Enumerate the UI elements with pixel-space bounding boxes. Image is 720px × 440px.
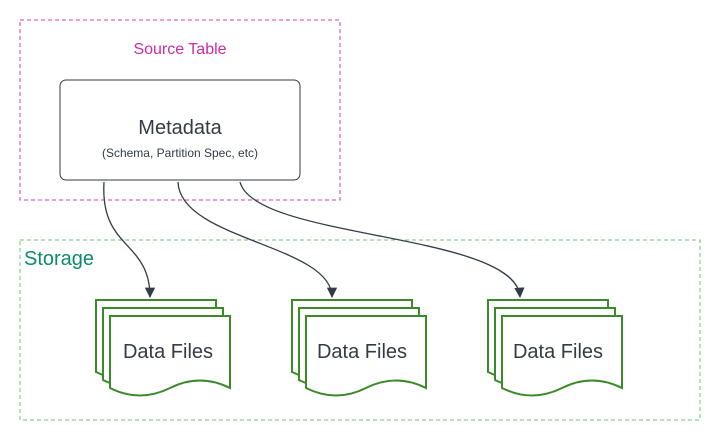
connector-arrow-2 (177, 181, 338, 299)
file-stack-front (501, 315, 623, 397)
connector-arrow-3 (239, 181, 525, 299)
storage-label: Storage (24, 248, 94, 270)
data-files-label: Data Files (123, 341, 213, 363)
metadata-box[interactable]: Metadata (Schema, Partition Spec, etc) (59, 79, 301, 181)
data-files-2[interactable]: Data Files (291, 299, 427, 397)
file-stack-front (305, 315, 427, 397)
data-files-label: Data Files (513, 341, 603, 363)
file-stack-front (109, 315, 231, 397)
metadata-subtitle: (Schema, Partition Spec, etc) (102, 146, 258, 160)
source-table-container: Source Table (19, 19, 341, 201)
data-files-label: Data Files (317, 341, 407, 363)
source-table-label: Source Table (133, 41, 226, 58)
storage-container: Storage (19, 239, 701, 421)
metadata-title: Metadata (138, 117, 222, 139)
connector-arrow-1 (103, 181, 156, 299)
data-files-1[interactable]: Data Files (95, 299, 231, 397)
data-files-3[interactable]: Data Files (487, 299, 623, 397)
